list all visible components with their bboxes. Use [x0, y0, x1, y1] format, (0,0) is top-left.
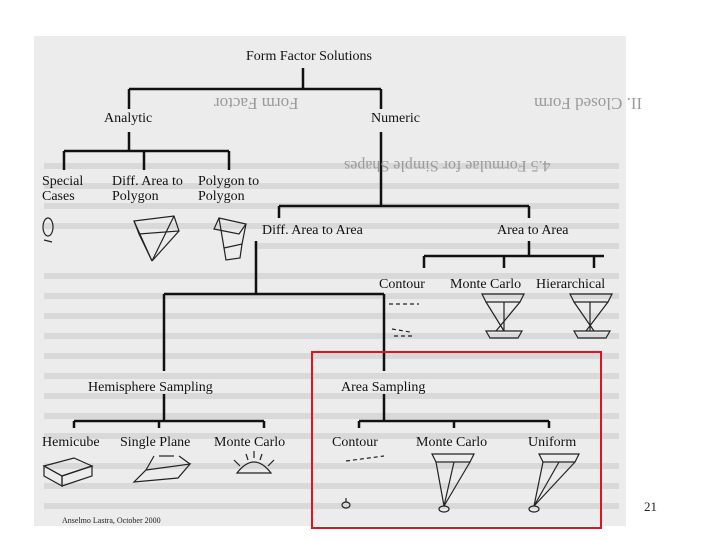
node-polygon-to-polygon: Polygon to Polygon	[198, 174, 260, 204]
node-uniform: Uniform	[528, 435, 577, 450]
scanned-figure: II. Closed Form Form Factor 4.5 Formulae…	[34, 36, 642, 526]
node-monte-carlo-area: Monte Carlo	[416, 435, 488, 450]
node-analytic: Analytic	[104, 111, 153, 126]
background-chapter-title: II. Closed Form	[534, 94, 643, 113]
node-special-cases: Special Cases	[42, 174, 84, 204]
node-diff-area-to-area: Diff. Area to Area	[262, 223, 363, 238]
background-chapter-title-2: Form Factor	[214, 94, 299, 113]
node-area-sampling: Area Sampling	[341, 380, 426, 395]
node-monte-carlo-top: Monte Carlo	[450, 277, 522, 292]
node-contour-area: Contour	[332, 435, 378, 450]
tree-lines	[42, 68, 619, 513]
node-numeric: Numeric	[371, 111, 420, 126]
slide-footer: Anselmo Lastra, October 2000	[62, 516, 161, 525]
node-diff-area-to-polygon: Diff. Area to Polygon	[112, 174, 183, 204]
node-hemisphere-sampling: Hemisphere Sampling	[88, 380, 213, 395]
node-area-to-area: Area to Area	[497, 223, 569, 238]
node-form-factor-solutions: Form Factor Solutions	[246, 49, 373, 64]
node-contour-top: Contour	[379, 277, 425, 292]
node-single-plane: Single Plane	[120, 435, 191, 450]
background-section-heading: 4.5 Formulae for Simple Shapes	[344, 157, 551, 174]
node-hemicube: Hemicube	[42, 435, 100, 450]
page-number: 21	[644, 499, 657, 514]
node-hierarchical: Hierarchical	[536, 277, 606, 292]
node-monte-carlo-hemisphere: Monte Carlo	[214, 435, 286, 450]
area-sampling-highlight-box	[311, 351, 602, 529]
